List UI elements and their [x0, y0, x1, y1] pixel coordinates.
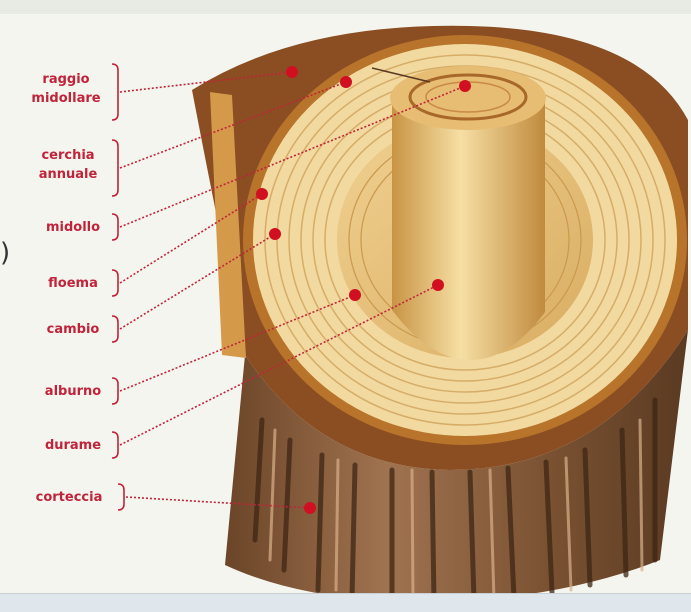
- marker-dot-raggio: [286, 66, 298, 78]
- label-cambio: cambio: [28, 320, 118, 339]
- label-corteccia-line1: corteccia: [14, 488, 124, 507]
- marker-dot-durame: [432, 279, 444, 291]
- label-corteccia: corteccia: [14, 488, 124, 507]
- edge-glyph: ): [0, 238, 10, 268]
- marker-dot-cambio: [269, 228, 281, 240]
- label-raggio-line2: midollare: [16, 89, 116, 108]
- label-cerchia-line2: annuale: [18, 165, 118, 184]
- label-raggio-line1: raggio: [16, 70, 116, 89]
- marker-dot-cerchia: [340, 76, 352, 88]
- label-midollo-line1: midollo: [28, 218, 118, 237]
- label-cerchia-annuale: cerchia annuale: [18, 146, 118, 184]
- label-durame-line1: durame: [28, 436, 118, 455]
- marker-dot-alburno: [349, 289, 361, 301]
- label-floema-line1: floema: [28, 274, 118, 293]
- pith-column: [392, 100, 545, 360]
- label-raggio-midollare: raggio midollare: [16, 70, 116, 108]
- label-cambio-line1: cambio: [28, 320, 118, 339]
- marker-dot-floema: [256, 188, 268, 200]
- label-alburno: alburno: [28, 382, 118, 401]
- marker-dot-corteccia: [304, 502, 316, 514]
- label-cerchia-line1: cerchia: [18, 146, 118, 165]
- label-midollo: midollo: [28, 218, 118, 237]
- label-floema: floema: [28, 274, 118, 293]
- marker-dot-midollo: [459, 80, 471, 92]
- bottom-frame-strip: [0, 593, 691, 612]
- label-durame: durame: [28, 436, 118, 455]
- label-alburno-line1: alburno: [28, 382, 118, 401]
